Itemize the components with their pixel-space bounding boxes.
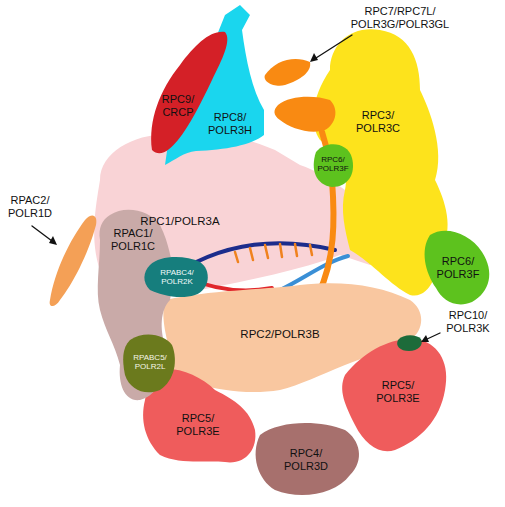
shape-path bbox=[98, 210, 175, 400]
shape-path bbox=[151, 32, 227, 153]
shape-path bbox=[342, 339, 446, 451]
shape-path bbox=[185, 243, 335, 268]
shape-path bbox=[314, 144, 353, 187]
subunit-label: RPABC4/ POLR2K bbox=[149, 268, 205, 286]
shape-path bbox=[144, 257, 207, 297]
subunit-blob: RPC4/ POLR3D bbox=[250, 420, 365, 500]
shape-path bbox=[316, 35, 352, 58]
shape-path bbox=[256, 423, 359, 495]
subunit-outline bbox=[420, 225, 495, 310]
subunit-label: RPC6/ POLR3F bbox=[313, 155, 353, 173]
shape-path bbox=[49, 236, 57, 245]
subunit-label: RPC1/POLR3A bbox=[125, 215, 235, 228]
shape-path bbox=[32, 226, 52, 241]
subunit-blob: RPC9/ CRCP bbox=[140, 25, 240, 165]
subunit-label: RPC5/ POLR3E bbox=[368, 379, 428, 404]
shape-path bbox=[265, 59, 311, 86]
subunit-label: RPC8/ POLR3H bbox=[204, 111, 256, 136]
subunit-label: RPC2/POLR3B bbox=[230, 328, 330, 341]
subunit-label: RPC7/RPC7L/ POLR3G/POLR3GL bbox=[338, 5, 462, 30]
shape-path bbox=[421, 335, 429, 342]
subunit-blob: RPABC4/ POLR2K bbox=[142, 255, 212, 300]
shape-path bbox=[425, 231, 490, 305]
subunit-blob: RPC5/ POLR3E bbox=[338, 335, 450, 455]
shape-path bbox=[50, 215, 97, 306]
subunit-label: RPABC5/ POLR2L bbox=[126, 353, 174, 371]
subunit-label: RPC6/ POLR3F bbox=[430, 255, 486, 280]
shape-path bbox=[123, 335, 175, 393]
subunit-blob: RPC10/ POLR3K bbox=[395, 308, 505, 353]
subunit-blob: RPC6/ POLR3F bbox=[420, 225, 495, 310]
shape-path bbox=[235, 244, 312, 262]
subunit-label: RPC5/ POLR3E bbox=[168, 412, 228, 437]
subunit-label: RPC10/ POLR3K bbox=[436, 309, 500, 334]
subunit-label: RPC4/ POLR3D bbox=[276, 447, 336, 472]
subunit-label: RPAC1/ POLR1C bbox=[103, 227, 163, 252]
shape-path bbox=[310, 53, 318, 62]
subunit-label: RPAC2/ POLR1D bbox=[1, 194, 59, 219]
subunit-label: RPC9/ CRCP bbox=[156, 93, 200, 118]
subunit-label: RPC3/ POLR3C bbox=[347, 109, 409, 134]
shape-path bbox=[274, 97, 335, 132]
subunit-blob: RPAC2/ POLR1D bbox=[0, 190, 100, 310]
shape-path bbox=[397, 335, 422, 351]
subunit-blob: RPABC5/ POLR2L bbox=[122, 330, 178, 395]
subunit-blob: RPC6/ POLR3F bbox=[310, 140, 355, 190]
